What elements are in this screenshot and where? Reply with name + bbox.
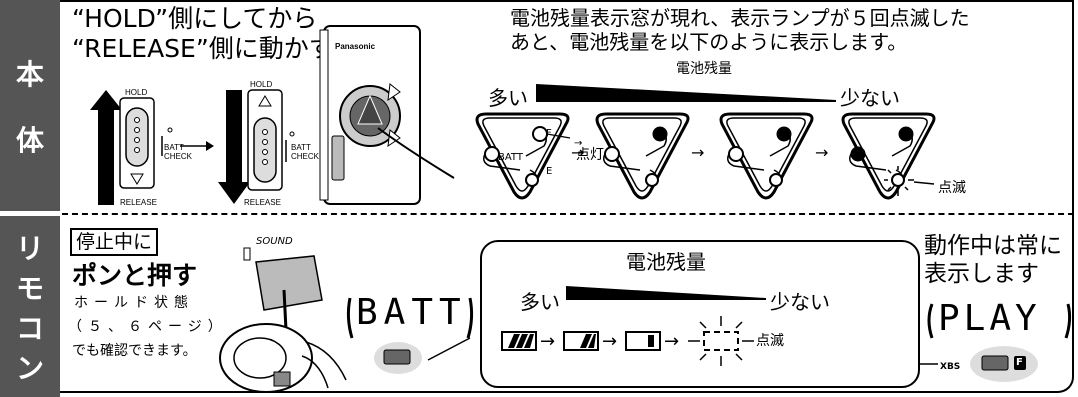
lit-label: 点灯 <box>576 147 604 163</box>
switch1-release-label: RELEASE <box>120 198 157 207</box>
page-ref-label: （５、６ページ） <box>68 319 228 335</box>
remote-battery-sequence: → → → <box>501 316 754 366</box>
cassette-player-illustration <box>319 25 455 205</box>
remote-tab-char-4: ン <box>15 351 44 385</box>
lcd-play-text: PLAY <box>938 298 1041 339</box>
can-confirm-label: でも確認できます。 <box>72 343 197 359</box>
svg-text:→: → <box>664 331 679 352</box>
indicator-full-label: F <box>546 128 552 139</box>
remote-battery-level-title: 電池残量 <box>626 250 706 274</box>
hold-switch-diagram <box>90 90 214 205</box>
main-blink-label: 点滅 <box>938 180 966 196</box>
indicator-batt-label: BATT <box>498 152 523 163</box>
remote-level-wedge <box>566 286 766 300</box>
push-label: ポンと押す <box>72 261 198 290</box>
main-battery-level-title: 電池残量 <box>676 61 732 77</box>
lcd-batt-display <box>346 297 474 374</box>
switch2-batt-label: BATT <box>291 143 311 152</box>
svg-text:→: → <box>540 331 555 352</box>
battery-indicator-sequence: → → → → <box>475 112 936 200</box>
xbs-label: XBS <box>940 362 961 372</box>
lcd-f-label: F <box>1016 357 1023 368</box>
svg-text:→: → <box>691 143 704 162</box>
remote-less-label: 少ない <box>770 290 830 314</box>
switch2-release-label: RELEASE <box>244 198 281 207</box>
release-switch-diagram <box>218 89 295 204</box>
svg-text:→: → <box>571 143 584 162</box>
main-less-label: 少ない <box>840 86 900 110</box>
main-unit-tab: 本 体 <box>0 0 60 211</box>
svg-text:→: → <box>815 143 828 162</box>
switch1-batt-label: BATT <box>164 143 184 152</box>
main-unit-tab-char-2: 体 <box>15 123 44 157</box>
instruction-line-1: “HOLD”側にしてから <box>72 4 318 33</box>
svg-text:→: → <box>602 331 617 352</box>
lcd-batt-text: BATT <box>356 292 467 333</box>
indicator-empty-label: E <box>546 166 553 177</box>
switch2-check-label: CHECK <box>291 152 320 161</box>
switch2-hold-label: HOLD <box>250 80 273 89</box>
main-level-wedge <box>536 84 836 102</box>
remote-more-label: 多い <box>520 290 560 314</box>
device-brand-logo: Panasonic <box>335 42 376 51</box>
section-divider <box>62 213 1074 215</box>
remote-control-illustration <box>219 247 347 393</box>
switch1-hold-label: HOLD <box>125 88 148 97</box>
while-stopped-box: 停止中に <box>70 228 159 256</box>
remote-tab-char-2: モ <box>15 271 44 305</box>
switch1-check-label: CHECK <box>164 152 193 161</box>
remote-blink-label: 点滅 <box>756 333 784 349</box>
always-line-1: 動作中は常に <box>924 233 1062 259</box>
always-line-2: 表示します <box>924 261 1039 287</box>
sound-label: SOUND <box>256 236 293 247</box>
svg-text:→: → <box>574 138 582 149</box>
instruction-line-2: “RELEASE”側に動かす <box>72 34 334 63</box>
remote-tab: リ モ コ ン <box>0 216 60 397</box>
remote-tab-char-1: リ <box>15 231 44 265</box>
hold-state-label: ホールド状態 <box>74 295 194 311</box>
main-more-label: 多い <box>488 86 528 110</box>
main-unit-tab-char-1: 本 <box>15 57 44 91</box>
remote-battery-bubble <box>480 240 920 388</box>
lcd-play-display <box>918 303 1072 382</box>
desc-line-1: 電池残量表示窓が現れ、表示ランプが５回点滅した <box>510 6 970 30</box>
desc-line-2: あと、電池残量を以下のように表示します。 <box>510 30 908 54</box>
remote-tab-char-3: コ <box>15 311 44 345</box>
content-frame <box>60 0 1074 393</box>
